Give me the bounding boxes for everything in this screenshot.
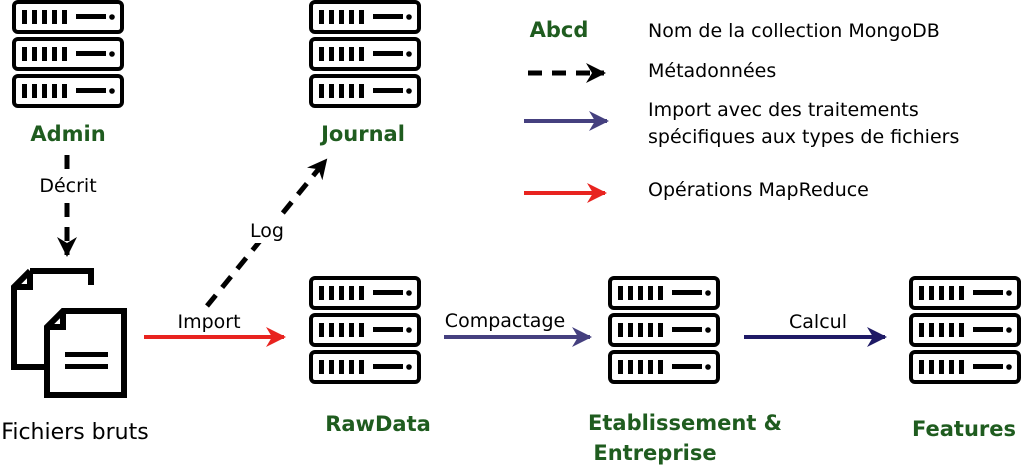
import-label: Import — [177, 311, 240, 333]
server-icon — [311, 278, 419, 382]
legend: Abcd Nom de la collection MongoDB Métado… — [524, 18, 959, 203]
server-icon — [14, 2, 122, 106]
server-icon — [311, 2, 419, 106]
files-label: Fichiers bruts — [1, 420, 148, 445]
collection-rawdata: RawData — [325, 412, 431, 436]
decrit-label: Décrit — [39, 175, 96, 197]
log-arrow — [205, 158, 328, 308]
server-icon — [911, 278, 1019, 382]
legend-metadata-text: Métadonnées — [648, 60, 776, 82]
files-icon — [11, 268, 127, 398]
compactage-label: Compactage — [445, 310, 565, 332]
collection-admin: Admin — [30, 122, 105, 146]
collection-journal: Journal — [319, 122, 405, 146]
collection-etablissement-line2: Entreprise — [593, 441, 716, 465]
legend-import-text-line1: Import avec des traitements — [648, 99, 919, 121]
collection-features: Features — [912, 417, 1016, 441]
legend-import-text-line2: spécifiques aux types de fichiers — [648, 126, 959, 148]
log-label: Log — [250, 220, 284, 242]
collection-etablissement-line1: Etablissement & — [588, 411, 782, 435]
legend-mapreduce-text: Opérations MapReduce — [648, 179, 869, 201]
legend-collection-text: Nom de la collection MongoDB — [648, 20, 940, 42]
legend-collection-sample: Abcd — [530, 18, 589, 42]
calcul-label: Calcul — [789, 311, 847, 333]
server-icon — [610, 278, 718, 382]
